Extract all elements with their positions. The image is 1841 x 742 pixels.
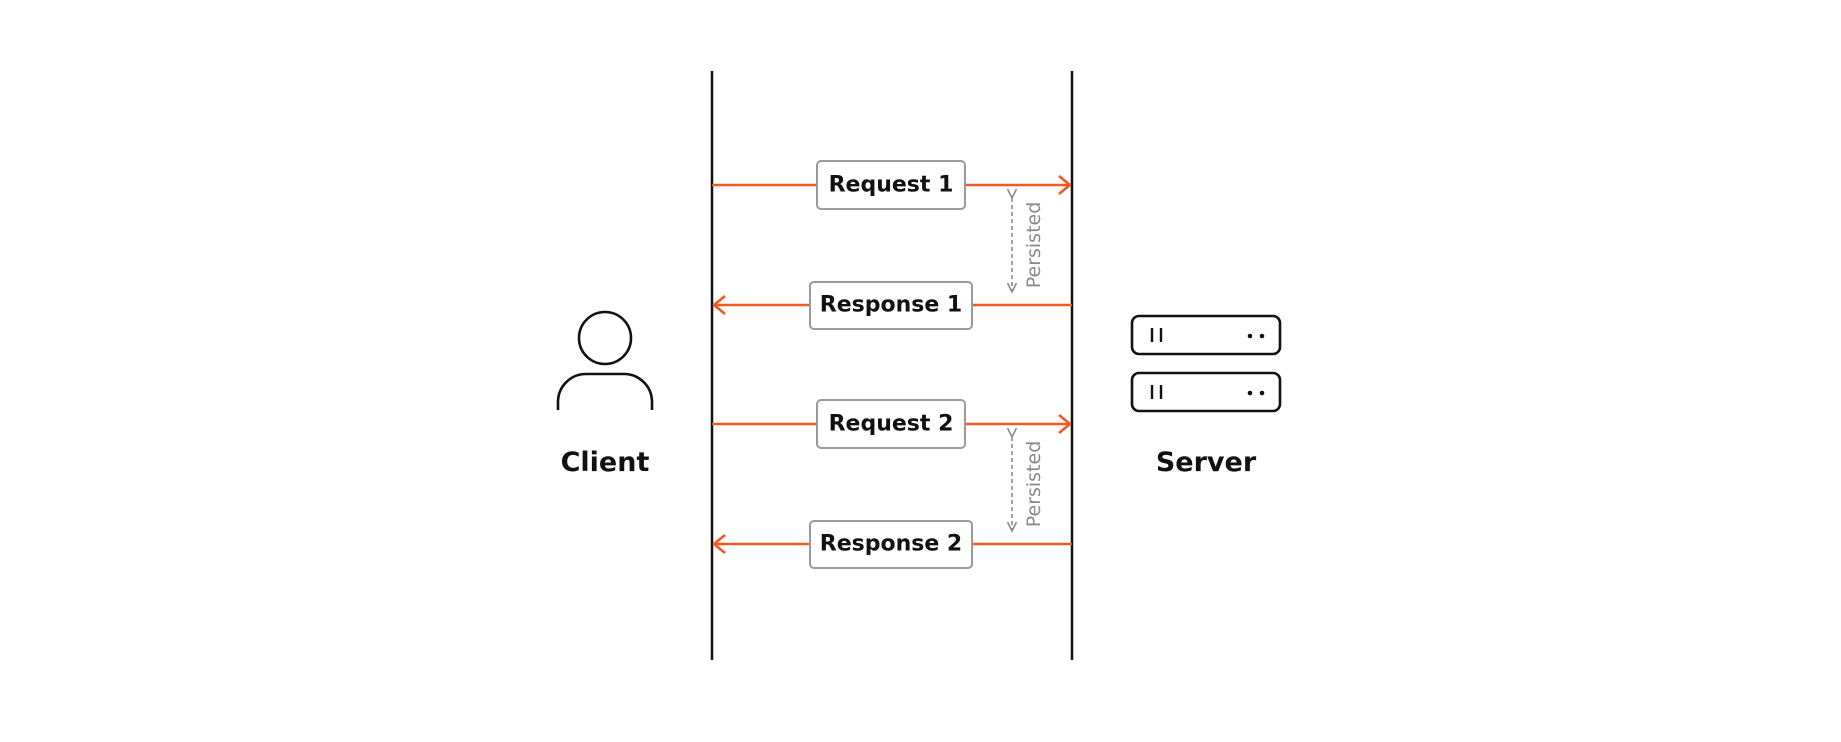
response-1-label: Response 1	[820, 293, 962, 318]
persisted-1-label: Persisted	[1023, 202, 1045, 289]
persisted-indicator-1: Persisted	[1012, 198, 1045, 292]
response-2-label: Response 2	[820, 532, 962, 557]
persisted-2-label: Persisted	[1023, 441, 1045, 528]
message-request-1: Request 1	[712, 160, 1072, 210]
user-icon	[556, 310, 654, 410]
request-2-label: Request 2	[829, 412, 954, 437]
client-label: Client	[561, 447, 650, 478]
message-request-2: Request 2	[712, 399, 1072, 449]
client-actor: Client	[556, 310, 654, 478]
request-1-label: Request 1	[829, 173, 954, 198]
response-2-box	[809, 520, 973, 569]
server-icon	[1130, 314, 1282, 413]
server-label: Server	[1156, 447, 1257, 478]
request-1-box	[816, 160, 966, 210]
message-response-2: Response 2	[712, 520, 1072, 569]
response-1-box	[809, 281, 973, 330]
message-response-1: Response 1	[712, 281, 1072, 330]
persisted-indicator-2: Persisted	[1012, 437, 1045, 531]
server-actor: Server	[1130, 314, 1282, 478]
request-2-box	[816, 399, 966, 449]
